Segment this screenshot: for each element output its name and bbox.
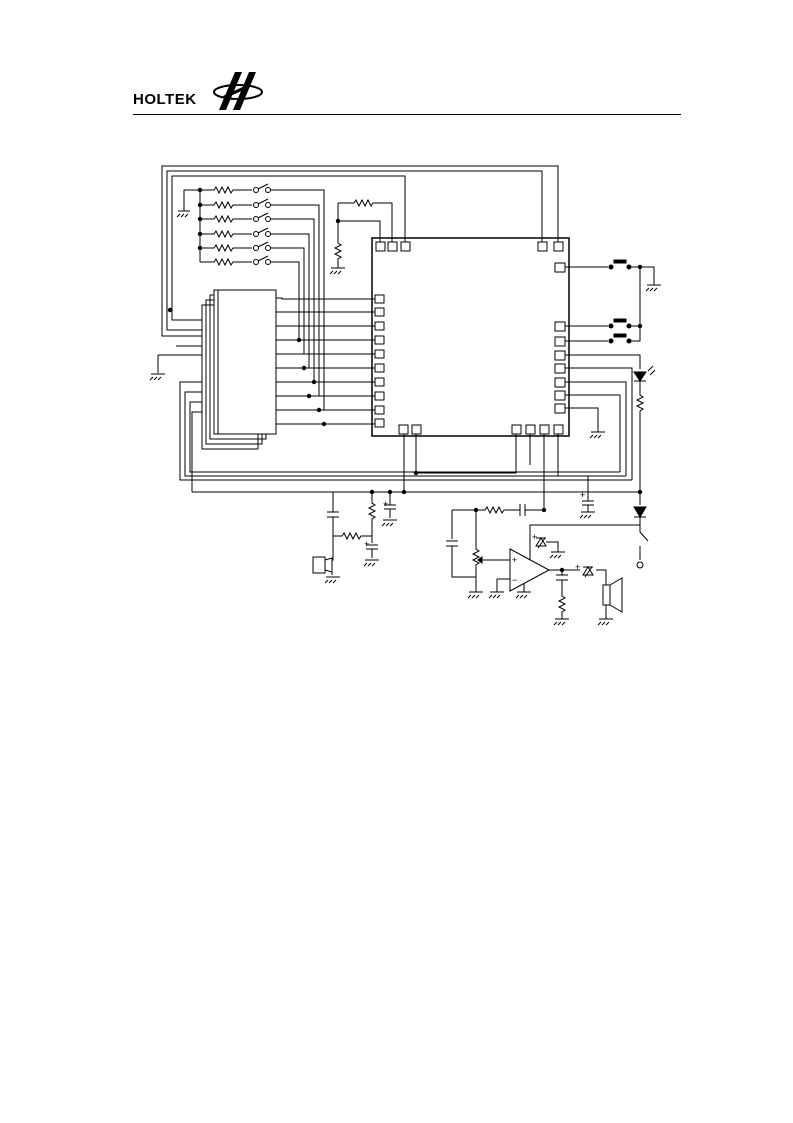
push-button <box>613 318 627 323</box>
wire <box>171 175 406 321</box>
ic-pin <box>554 336 566 347</box>
ground <box>549 551 565 559</box>
wire <box>384 492 396 518</box>
wire <box>565 407 599 432</box>
ic-pin <box>374 321 385 331</box>
wire <box>191 411 202 492</box>
ic-pin <box>374 349 385 359</box>
ic-pin <box>525 424 536 435</box>
wire <box>184 391 626 477</box>
ground <box>515 591 531 599</box>
wire <box>149 373 165 381</box>
opamp-minus-input: − <box>512 575 517 585</box>
key-row <box>200 227 310 368</box>
ic-pin <box>374 363 385 373</box>
potentiometer <box>471 510 481 592</box>
diode-icon <box>633 506 647 518</box>
ground <box>324 576 340 584</box>
ic-pin <box>554 321 566 332</box>
wire <box>367 492 377 536</box>
ic-pin <box>374 391 385 401</box>
key-row <box>200 241 305 354</box>
main-ic <box>371 237 570 437</box>
wire <box>333 220 381 268</box>
push-button <box>613 333 627 338</box>
polarity-plus: + <box>364 539 369 549</box>
polarity-plus: + <box>383 499 388 509</box>
key-row <box>200 255 300 340</box>
push-button <box>613 259 627 264</box>
ic-pin <box>375 241 386 252</box>
ic-pin <box>554 390 566 401</box>
wire <box>565 367 633 480</box>
logo-text: HOLTEK <box>133 91 197 108</box>
opamp-plus-input: + <box>512 555 517 565</box>
ic-pin <box>554 350 566 361</box>
ground <box>329 267 345 275</box>
ic-pin <box>400 241 411 252</box>
ground <box>597 618 613 626</box>
ic-pin <box>374 294 385 304</box>
wire <box>565 354 641 369</box>
ground <box>381 519 397 527</box>
speaker-icon <box>602 577 623 613</box>
bus-line <box>276 297 375 300</box>
wire <box>557 434 589 498</box>
application-circuit-diagram: + + + + + + − <box>149 165 661 626</box>
ground <box>589 431 605 439</box>
wire <box>337 198 393 242</box>
ic-pin <box>553 241 564 252</box>
ground <box>467 591 483 599</box>
key-row <box>200 212 315 382</box>
wire <box>161 165 559 337</box>
ic-pin <box>374 418 385 428</box>
wire <box>166 170 543 331</box>
polarity-plus: + <box>575 562 580 572</box>
wire <box>179 381 632 481</box>
ground <box>579 511 595 519</box>
ic-pin <box>374 377 385 387</box>
wire <box>565 381 627 476</box>
ic-pin <box>387 241 398 252</box>
ic-pin <box>374 405 385 415</box>
ic-pin <box>554 377 566 388</box>
key-matrix <box>176 183 325 410</box>
wire <box>565 394 621 472</box>
wire <box>327 492 339 536</box>
wire <box>446 510 476 578</box>
ic-pin <box>537 241 548 252</box>
led-icon <box>633 371 647 382</box>
wire <box>333 531 373 543</box>
ic-pin <box>554 403 566 414</box>
ic-pin <box>554 363 566 374</box>
ic-pin <box>374 335 385 345</box>
wire <box>415 434 517 474</box>
ic-pin <box>411 424 422 435</box>
header-divider <box>133 114 681 115</box>
ground <box>553 618 569 626</box>
ic-pin <box>539 424 550 435</box>
ic-pin <box>554 262 566 273</box>
display-module <box>217 289 277 435</box>
page-header: HOLTEK <box>133 68 681 118</box>
ground <box>488 591 504 599</box>
ground <box>645 284 661 292</box>
ic-pin <box>511 424 522 435</box>
ic-pin <box>553 424 564 435</box>
key-row <box>200 198 320 396</box>
ground <box>363 559 379 567</box>
microphone-icon <box>312 556 333 574</box>
wire <box>529 524 640 535</box>
junction-dots <box>167 187 643 573</box>
polarity-plus: + <box>580 490 585 500</box>
ic-pin <box>398 424 409 435</box>
key-row <box>200 183 325 410</box>
holtek-logo-icon <box>213 72 263 110</box>
polarity-plus: + <box>532 532 537 542</box>
ic-pin <box>374 307 385 317</box>
wire <box>452 505 520 515</box>
wire <box>189 401 620 473</box>
